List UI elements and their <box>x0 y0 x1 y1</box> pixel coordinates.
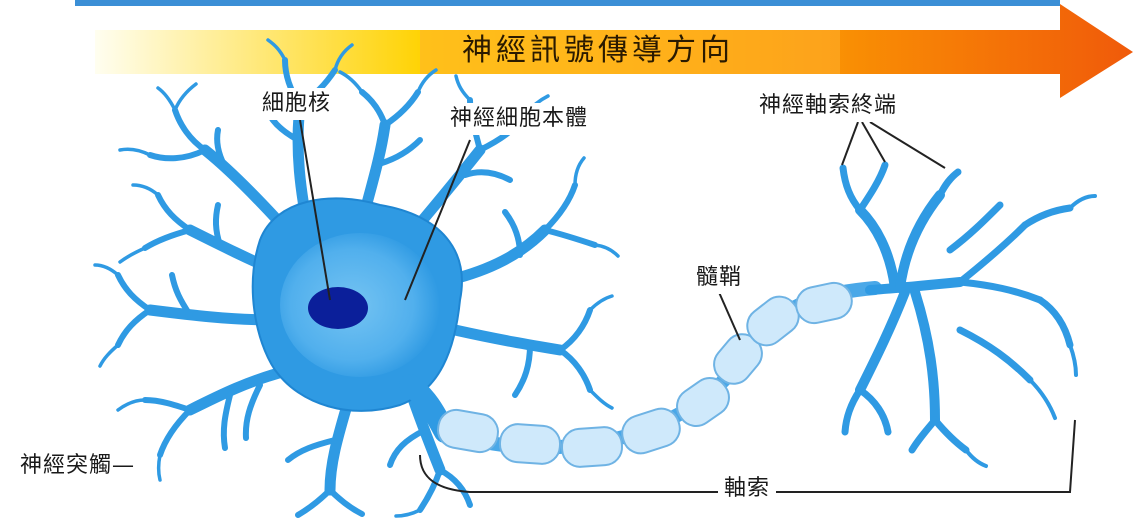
dendrite-label-text: 神經突觸 <box>20 453 113 478</box>
signal-direction-title: 神經訊號傳導方向 <box>462 33 734 68</box>
cell-body-label: 神經細胞本體 <box>444 103 595 135</box>
axon-terminal-pointer-3 <box>869 121 946 169</box>
pointer-lines <box>299 119 1076 493</box>
axon-terminal-pointer-2 <box>861 121 886 163</box>
axon-terminals <box>839 161 1097 468</box>
nucleus-pointer <box>299 119 331 301</box>
top-border <box>75 0 1060 6</box>
dendrite-label: 神經突觸— <box>14 450 142 482</box>
cell-body-pointer <box>404 139 471 301</box>
cell-body <box>251 197 463 412</box>
signal-direction-arrow <box>95 4 1133 98</box>
axon-terminal-pointer-1 <box>841 121 859 166</box>
nucleus-label: 細胞核 <box>256 88 338 120</box>
dendrite-label-dash: — <box>112 453 136 478</box>
nucleus-shape <box>308 287 368 329</box>
myelin-pointer <box>717 289 741 341</box>
myelin-sheath-label: 髓鞘 <box>690 262 749 294</box>
axon-bracket <box>419 419 1076 493</box>
axon-terminal-label: 神經軸索終端 <box>753 90 904 122</box>
axon-label: 軸索 <box>718 473 777 505</box>
myelin-sheath <box>437 281 853 468</box>
